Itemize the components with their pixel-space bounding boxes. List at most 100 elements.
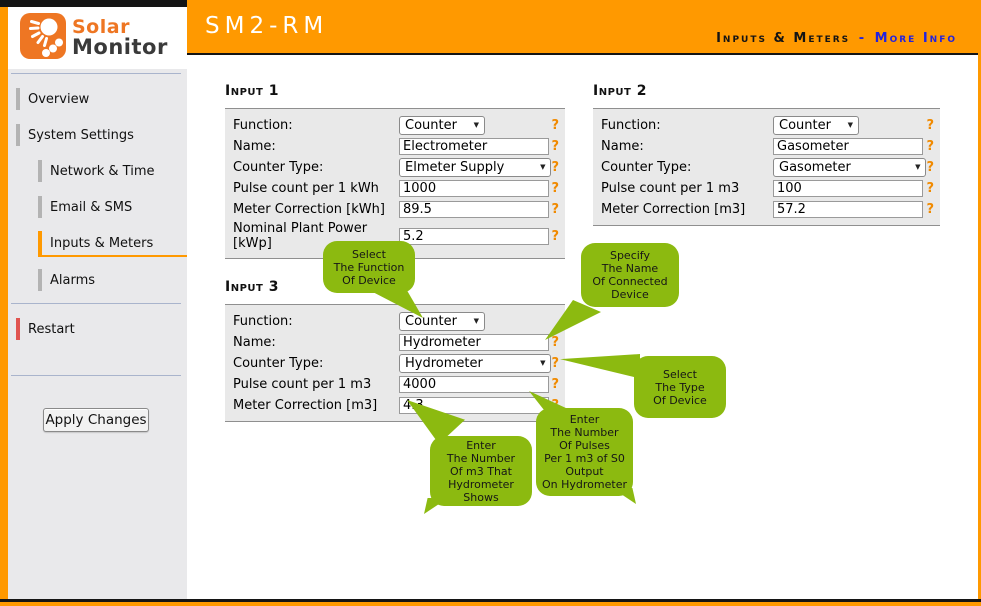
- pulse-count-input[interactable]: [399, 375, 549, 393]
- name-input[interactable]: [773, 137, 923, 155]
- bottom-frame-bar: [0, 599, 981, 602]
- form-row: Nominal Plant Power [kWp] ?: [233, 220, 559, 252]
- sidebar-divider: [11, 73, 181, 74]
- field-label: Pulse count per 1 m3: [601, 180, 740, 196]
- field-label: Meter Correction [kWh]: [233, 201, 385, 217]
- form-row: Pulse count per 1 kWh ?: [233, 178, 559, 198]
- input3-section: Input 3 Function: Counter ▼ Name: ? Coun…: [225, 279, 565, 422]
- sidebar-item-network-time[interactable]: Network & Time: [38, 160, 155, 182]
- help-icon[interactable]: ?: [926, 201, 934, 217]
- form-row: Pulse count per 1 m3 ?: [233, 374, 559, 394]
- field-label: Function:: [601, 117, 661, 133]
- counter-type-select[interactable]: Gasometer ▼: [773, 157, 927, 177]
- section-label: Inputs & Meters: [716, 31, 851, 46]
- tooltip-function: Select The Function Of Device: [323, 241, 415, 293]
- help-icon[interactable]: ?: [551, 355, 559, 371]
- input2-section: Input 2 Function: Counter ▼ ? Name: ? Co…: [593, 83, 940, 226]
- more-info-link[interactable]: More Info: [874, 31, 957, 46]
- chevron-down-icon: ▼: [915, 163, 921, 171]
- sidebar-item-inputs-meters[interactable]: Inputs & Meters: [38, 231, 187, 257]
- nav-marker: [16, 124, 20, 146]
- top-frame-bar: [0, 0, 187, 7]
- function-select[interactable]: Counter ▼: [773, 115, 859, 135]
- help-icon[interactable]: ?: [551, 201, 559, 217]
- form-row: Name: ?: [601, 136, 934, 156]
- nav-marker: [16, 88, 20, 110]
- nominal-power-input[interactable]: [399, 227, 549, 245]
- logo-text: Solar Monitor: [72, 16, 168, 59]
- meter-correction-input[interactable]: [773, 200, 923, 218]
- form-row: Counter Type: Gasometer ▼ ?: [601, 157, 934, 177]
- form-row: Meter Correction [m3] ?: [601, 199, 934, 219]
- function-select[interactable]: Counter ▼: [399, 311, 485, 331]
- input3-table: Function: Counter ▼ Name: ? Counter Type…: [225, 304, 565, 422]
- apply-changes-button[interactable]: Apply Changes: [43, 408, 149, 432]
- form-row: Function: Counter ▼ ?: [233, 115, 559, 135]
- meter-correction-input[interactable]: [399, 200, 549, 218]
- form-row: Meter Correction [m3] ?: [233, 395, 559, 415]
- nav-marker: [38, 160, 42, 182]
- form-row: Counter Type: Hydrometer ▼ ?: [233, 353, 559, 373]
- field-label: Meter Correction [m3]: [601, 201, 746, 217]
- help-icon[interactable]: ?: [926, 159, 934, 175]
- form-row: Meter Correction [kWh] ?: [233, 199, 559, 219]
- field-label: Name:: [233, 138, 276, 154]
- chevron-down-icon: ▼: [473, 317, 479, 325]
- section-title: Input 3: [225, 279, 279, 295]
- function-select[interactable]: Counter ▼: [399, 115, 485, 135]
- field-label: Counter Type:: [233, 159, 324, 175]
- help-icon[interactable]: ?: [926, 180, 934, 196]
- help-icon[interactable]: ?: [551, 159, 559, 175]
- sidebar-item-restart[interactable]: Restart: [16, 318, 75, 340]
- nav-marker: [16, 318, 20, 340]
- field-label: Meter Correction [m3]: [233, 397, 378, 413]
- help-icon[interactable]: ?: [551, 334, 559, 350]
- field-label: Counter Type:: [233, 355, 324, 371]
- chevron-down-icon: ▼: [473, 121, 479, 129]
- help-icon[interactable]: ?: [551, 180, 559, 196]
- field-label: Function:: [233, 313, 293, 329]
- field-label: Counter Type:: [601, 159, 692, 175]
- chevron-down-icon: ▼: [540, 359, 546, 367]
- help-icon[interactable]: ?: [551, 228, 559, 244]
- name-input[interactable]: [399, 333, 549, 351]
- sun-gear-icon: [20, 13, 66, 63]
- sidebar: Solar Monitor Overview System Settings N…: [8, 7, 187, 602]
- right-frame-strip: [978, 0, 981, 606]
- header: SM2-RM Inputs & Meters - More Info: [187, 0, 981, 55]
- nav-marker: [38, 196, 42, 218]
- breadcrumb: Inputs & Meters - More Info: [716, 31, 957, 46]
- sidebar-item-overview[interactable]: Overview: [16, 88, 89, 110]
- field-label: Pulse count per 1 m3: [233, 376, 372, 392]
- pulse-count-input[interactable]: [399, 179, 549, 197]
- name-input[interactable]: [399, 137, 549, 155]
- sidebar-item-alarms[interactable]: Alarms: [38, 269, 95, 291]
- chevron-down-icon: ▼: [847, 121, 853, 129]
- field-label: Function:: [233, 117, 293, 133]
- counter-type-select[interactable]: Elmeter Supply ▼: [399, 157, 552, 177]
- tooltip-meter-correction: Enter The Number Of m3 That Hydrometer S…: [430, 436, 532, 506]
- help-icon[interactable]: ?: [551, 376, 559, 392]
- sidebar-item-email-sms[interactable]: Email & SMS: [38, 196, 132, 218]
- help-icon[interactable]: ?: [926, 117, 934, 133]
- help-icon[interactable]: ?: [551, 138, 559, 154]
- form-row: Function: Counter ▼: [233, 311, 559, 331]
- counter-type-select[interactable]: Hydrometer ▼: [399, 353, 552, 373]
- input2-table: Function: Counter ▼ ? Name: ? Counter Ty…: [593, 108, 940, 226]
- form-row: Name: ?: [233, 332, 559, 352]
- help-icon[interactable]: ?: [551, 117, 559, 133]
- help-icon[interactable]: ?: [926, 138, 934, 154]
- chevron-down-icon: ▼: [540, 163, 546, 171]
- sidebar-item-system-settings[interactable]: System Settings: [16, 124, 134, 146]
- input1-section: Input 1 Function: Counter ▼ ? Name: ? Co…: [225, 83, 565, 259]
- bottom-frame-strip: [0, 602, 981, 606]
- pulse-count-input[interactable]: [773, 179, 923, 197]
- section-title: Input 1: [225, 83, 279, 99]
- field-label: Name:: [233, 334, 276, 350]
- nav-marker: [38, 231, 42, 255]
- section-title: Input 2: [593, 83, 647, 99]
- field-label: Pulse count per 1 kWh: [233, 180, 379, 196]
- solar-monitor-logo[interactable]: Solar Monitor: [8, 7, 187, 69]
- field-label: Name:: [601, 138, 644, 154]
